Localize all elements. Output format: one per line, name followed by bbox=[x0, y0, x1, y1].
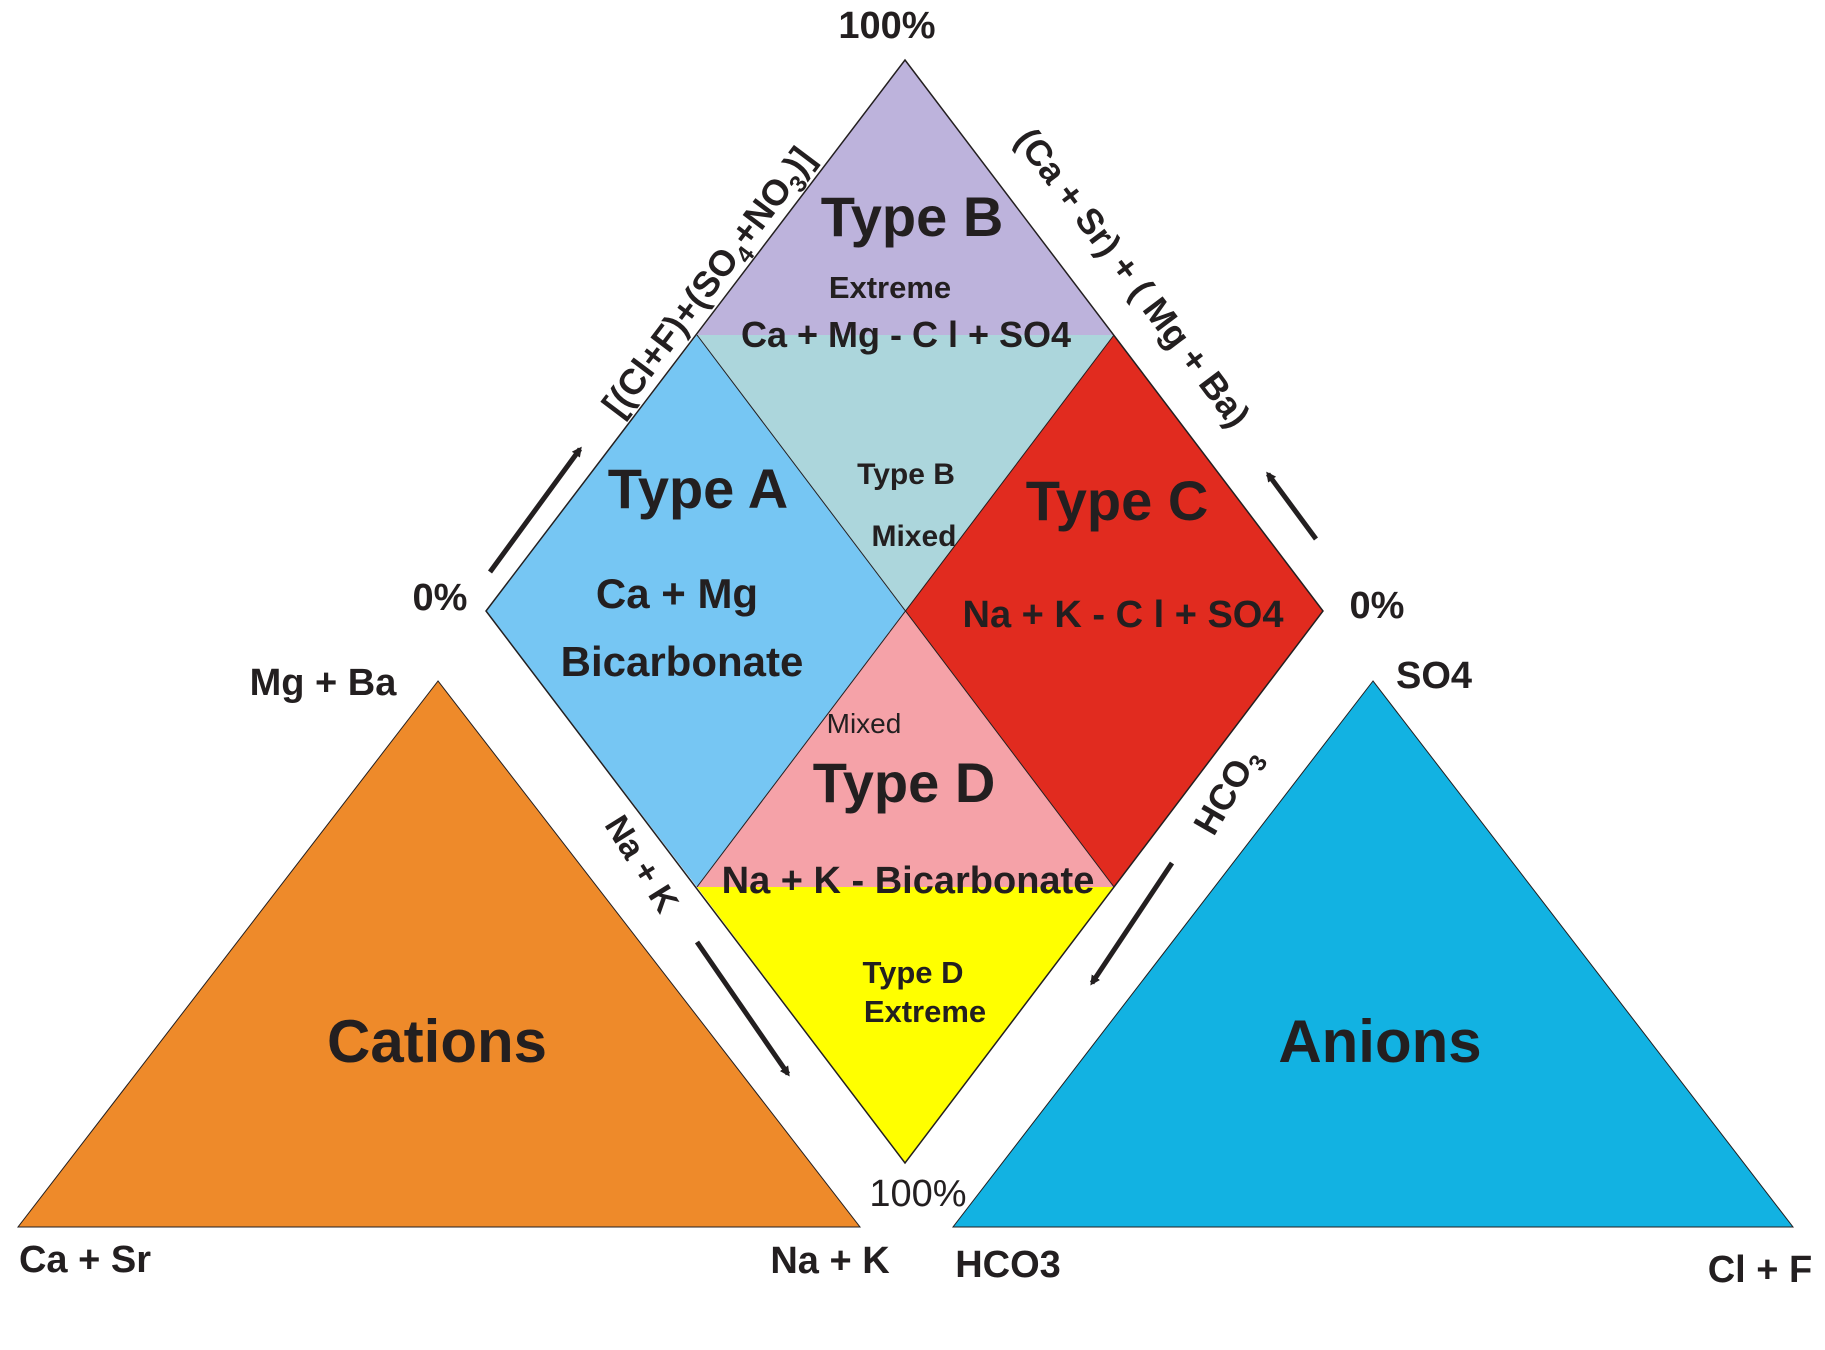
type-b-extreme-label: Extreme bbox=[829, 270, 951, 305]
cations-title: Cations bbox=[327, 1008, 547, 1075]
left-axis-arrow bbox=[487, 446, 583, 574]
cations-top-label: Mg + Ba bbox=[250, 662, 398, 704]
type-b-mixed-label: Type B bbox=[857, 458, 955, 491]
bottom-percent-label: 100% bbox=[869, 1173, 966, 1215]
type-b-mixed-region bbox=[697, 335, 1114, 611]
right-percent-label: 0% bbox=[1350, 585, 1405, 627]
anions-triangle bbox=[951, 680, 1795, 1228]
type-d-mixed-label: Mixed bbox=[827, 708, 902, 739]
type-b-title: Type B bbox=[821, 185, 1004, 248]
type-a-composition-label: Ca + Mg bbox=[596, 570, 758, 617]
type-b-extreme-region bbox=[697, 60, 1114, 335]
type-a-title: Type A bbox=[608, 457, 788, 520]
type-d-extreme-title: Type D bbox=[862, 955, 963, 990]
type-a-region bbox=[486, 335, 905, 887]
anions-left-label: HCO3 bbox=[955, 1244, 1061, 1286]
type-d-extreme-region bbox=[697, 887, 1114, 1163]
anions-side-arrow bbox=[1089, 861, 1175, 986]
anions-right-label: Cl + F bbox=[1708, 1249, 1813, 1291]
cations-right-label: Na + K bbox=[770, 1240, 890, 1282]
left-percent-label: 0% bbox=[413, 577, 468, 619]
type-c-composition-label: Na + K - C l + SO4 bbox=[963, 594, 1284, 636]
diamond-outline bbox=[485, 58, 1324, 1165]
right-axis-arrow bbox=[1265, 471, 1319, 541]
type-d-extreme-label: Extreme bbox=[864, 994, 986, 1029]
cations-left-label: Ca + Sr bbox=[19, 1239, 151, 1281]
anions-title: Anions bbox=[1278, 1008, 1481, 1075]
cations-side-arrow bbox=[694, 940, 791, 1077]
top-percent-label: 100% bbox=[838, 5, 935, 47]
type-d-region bbox=[697, 611, 1114, 887]
anions-top-label: SO4 bbox=[1396, 655, 1472, 697]
type-d-title: Type D bbox=[813, 751, 996, 814]
type-b-mixed-sub-label: Mixed bbox=[871, 520, 956, 553]
type-a-bicarbonate-label: Bicarbonate bbox=[561, 638, 804, 685]
type-d-composition-label: Na + K - Bicarbonate bbox=[722, 860, 1095, 902]
cations-triangle bbox=[16, 680, 862, 1228]
divider-line bbox=[696, 334, 1115, 888]
type-b-composition-label: Ca + Mg - C l + SO4 bbox=[741, 314, 1071, 355]
type-c-title: Type C bbox=[1026, 469, 1209, 532]
